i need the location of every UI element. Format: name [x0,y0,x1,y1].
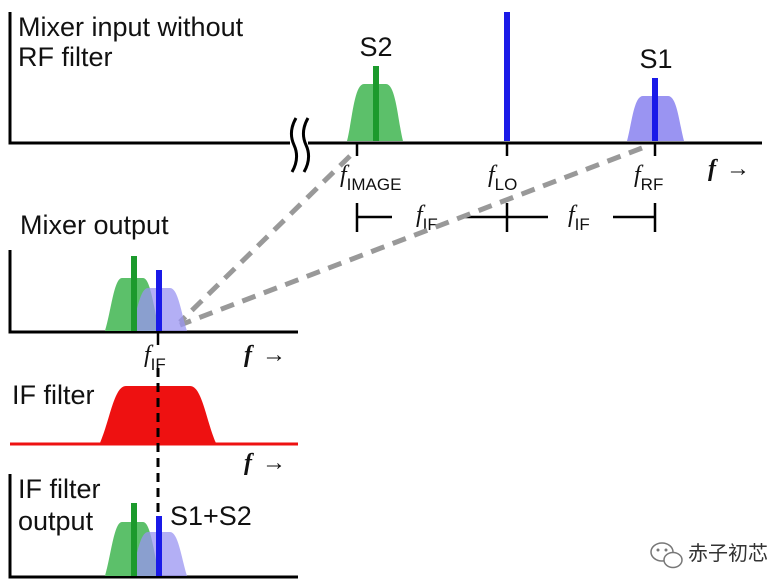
freq-axis-arrow-3: f→ [244,449,286,476]
if-output-panel: IF filter output S1+S2 [8,474,298,579]
if-spacing-right-label: fIF [568,202,590,234]
freq-axis-arrow-1: f→ [708,155,750,182]
if-filter-title: IF filter [12,380,95,410]
image-to-if-dashed-line [178,154,352,324]
s2-label: S2 [359,32,392,62]
f-if-label: fIF [144,342,166,374]
input-axis-left [8,12,290,145]
f-image-label: fIMAGE [340,162,401,194]
freq-axis-arrow-2: f→ [244,341,286,368]
mixer-input-panel: Mixer input without RF filter S2 S1 fIMA… [8,12,762,234]
if-output-title-line1: IF filter [18,474,101,504]
watermark: 赤子初芯 [650,541,768,569]
watermark-text: 赤子初芯 [688,541,768,565]
output-title: Mixer output [20,210,169,240]
if-spacing-left-label: fIF [416,202,438,234]
axis-break-left [289,117,299,173]
if-output-axis [8,474,298,579]
mixer-output-panel: Mixer output fIF f→ [8,210,298,374]
if-filter-panel: IF filter f→ [10,380,298,476]
if-output-title-line2: output [18,506,94,536]
input-title-line2: RF filter [18,42,113,72]
f-rf-label: fRF [634,162,663,194]
input-title-line1: Mixer input without [18,12,244,42]
wechat-icon [650,542,683,569]
output-axis [8,250,298,334]
if-spacing-brackets [355,203,657,232]
sum-label: S1+S2 [170,501,252,531]
axis-break-right [301,117,311,173]
rf-to-if-dashed-line [179,145,643,328]
s1-label: S1 [639,44,672,74]
f-lo-label: fLO [488,162,517,194]
